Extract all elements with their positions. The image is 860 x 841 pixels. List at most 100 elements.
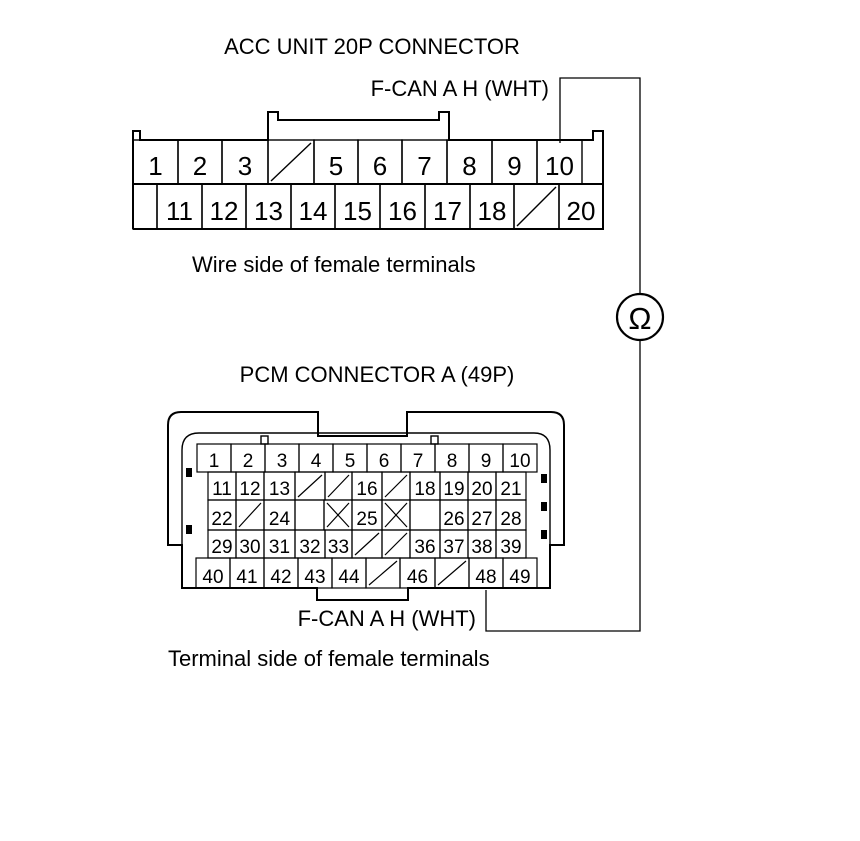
pcm-lock-right-bottom [541, 530, 547, 539]
acc-terminal-number: 3 [238, 151, 252, 181]
pcm-terminal-number: 33 [328, 537, 349, 558]
acc-cell [132, 183, 158, 230]
pcm-blank-slash [297, 474, 323, 498]
ohm-icon: Ω [628, 301, 651, 336]
pcm-terminal-number: 19 [443, 479, 464, 500]
pcm-blank-slash [384, 474, 408, 498]
acc-terminal-number: 10 [545, 151, 574, 181]
acc-blank-slash [516, 186, 557, 227]
pcm-inner-shroud [181, 432, 551, 545]
pcm-terminal-number: 38 [471, 537, 492, 558]
pcm-terminal-number: 30 [239, 537, 260, 558]
acc-terminal-number: 17 [433, 196, 462, 226]
pcm-blank-slash [238, 502, 262, 528]
pcm-blank-slash [437, 560, 467, 586]
pcm-lock-right-top [541, 474, 547, 483]
pcm-lock-right-mid [541, 502, 547, 511]
pcm-terminal-number: 13 [269, 479, 290, 500]
pcm-blank-slash [327, 474, 350, 498]
pcm-terminal-number: 12 [239, 479, 260, 500]
pcm-terminal-number: 43 [304, 567, 325, 588]
acc-cell [558, 183, 604, 230]
pcm-terminal-number: 39 [500, 537, 521, 558]
acc-terminal-number: 11 [166, 196, 193, 226]
pcm-terminal-number: 37 [443, 537, 464, 558]
pcm-terminal-number: 9 [481, 451, 492, 472]
pcm-terminal-number: 3 [277, 451, 288, 472]
acc-terminal-number: 15 [343, 196, 372, 226]
pcm-terminal-number: 18 [414, 479, 435, 500]
pcm-terminal-number: 29 [211, 537, 232, 558]
pcm-terminal-number: 48 [475, 567, 496, 588]
ohmmeter: Ω [615, 292, 665, 342]
acc-terminal-number: 16 [388, 196, 417, 226]
pcm-blank-slash [354, 532, 380, 556]
pcm-terminal-number: 32 [299, 537, 320, 558]
pcm-lock-left-bottom [186, 525, 192, 534]
acc-terminal-number: 5 [329, 151, 343, 181]
pcm-blank-slash [384, 532, 408, 556]
pcm-wire-label: F-CAN A H (WHT) [298, 606, 476, 631]
pcm-terminal-number: 36 [414, 537, 435, 558]
acc-terminal-number: 9 [507, 151, 521, 181]
pcm-terminal-number: 1 [209, 451, 220, 472]
pcm-terminal-number: 24 [269, 509, 291, 530]
acc-wire-label: F-CAN A H (WHT) [371, 76, 549, 101]
pcm-cell [502, 557, 538, 589]
pcm-lock-left-top [186, 468, 192, 477]
acc-terminal-number: 12 [210, 196, 239, 226]
acc-terminal-number: 14 [299, 196, 328, 226]
pcm-terminal-number: 40 [202, 567, 223, 588]
acc-connector-outline [132, 111, 604, 230]
pcm-terminal-number: 27 [471, 509, 492, 530]
pcm-key-left [260, 435, 269, 445]
acc-terminal-number: 2 [193, 151, 207, 181]
pcm-cell [294, 499, 325, 531]
acc-probe-wire [559, 77, 641, 294]
pcm-terminal-number: 7 [413, 451, 424, 472]
pcm-blank-cross [384, 502, 408, 528]
pcm-blank-cross [326, 502, 350, 528]
pcm-terminal-number: 28 [500, 509, 521, 530]
pcm-terminal-number: 8 [447, 451, 458, 472]
pcm-terminal-number: 5 [345, 451, 356, 472]
acc-terminal-number: 8 [462, 151, 476, 181]
pcm-locks [186, 468, 547, 539]
pcm-terminal-number: 4 [311, 451, 322, 472]
pcm-terminal-number: 42 [270, 567, 291, 588]
pcm-cell [409, 499, 441, 531]
acc-terminal-number: 13 [254, 196, 283, 226]
pcm-terminal-number: 10 [509, 451, 530, 472]
acc-terminal-number: 20 [567, 196, 596, 226]
acc-terminal-number: 18 [478, 196, 507, 226]
pcm-key-right [430, 435, 439, 445]
test-wiring [485, 77, 641, 632]
pcm-probe-wire [485, 340, 641, 632]
pcm-terminal-number: 44 [338, 567, 360, 588]
pcm-connector-title: PCM CONNECTOR A (49P) [240, 362, 515, 387]
pcm-terminal-number: 16 [356, 479, 377, 500]
pcm-terminal-number: 25 [356, 509, 377, 530]
pcm-terminal-number: 46 [407, 567, 428, 588]
acc-blank-slash [270, 142, 312, 182]
acc-caption: Wire side of female terminals [192, 252, 476, 277]
pcm-terminal-number: 49 [509, 567, 530, 588]
pcm-terminal-number: 6 [379, 451, 390, 472]
pcm-blank-slash [368, 560, 398, 586]
acc-connector-title: ACC UNIT 20P CONNECTOR [224, 34, 520, 59]
pcm-terminal-number: 20 [471, 479, 492, 500]
pcm-terminal-number: 2 [243, 451, 254, 472]
acc-terminal-number: 6 [373, 151, 387, 181]
pcm-terminal-number: 26 [443, 509, 464, 530]
pcm-terminal-number: 41 [236, 567, 257, 588]
pcm-caption: Terminal side of female terminals [168, 646, 490, 671]
acc-terminal-number: 7 [417, 151, 431, 181]
pcm-terminal-number: 31 [269, 537, 290, 558]
pcm-terminal-number: 21 [500, 479, 521, 500]
acc-terminal-number: 1 [148, 151, 162, 181]
ohmmeter-circle [615, 292, 665, 342]
pcm-terminal-number: 11 [212, 479, 232, 500]
